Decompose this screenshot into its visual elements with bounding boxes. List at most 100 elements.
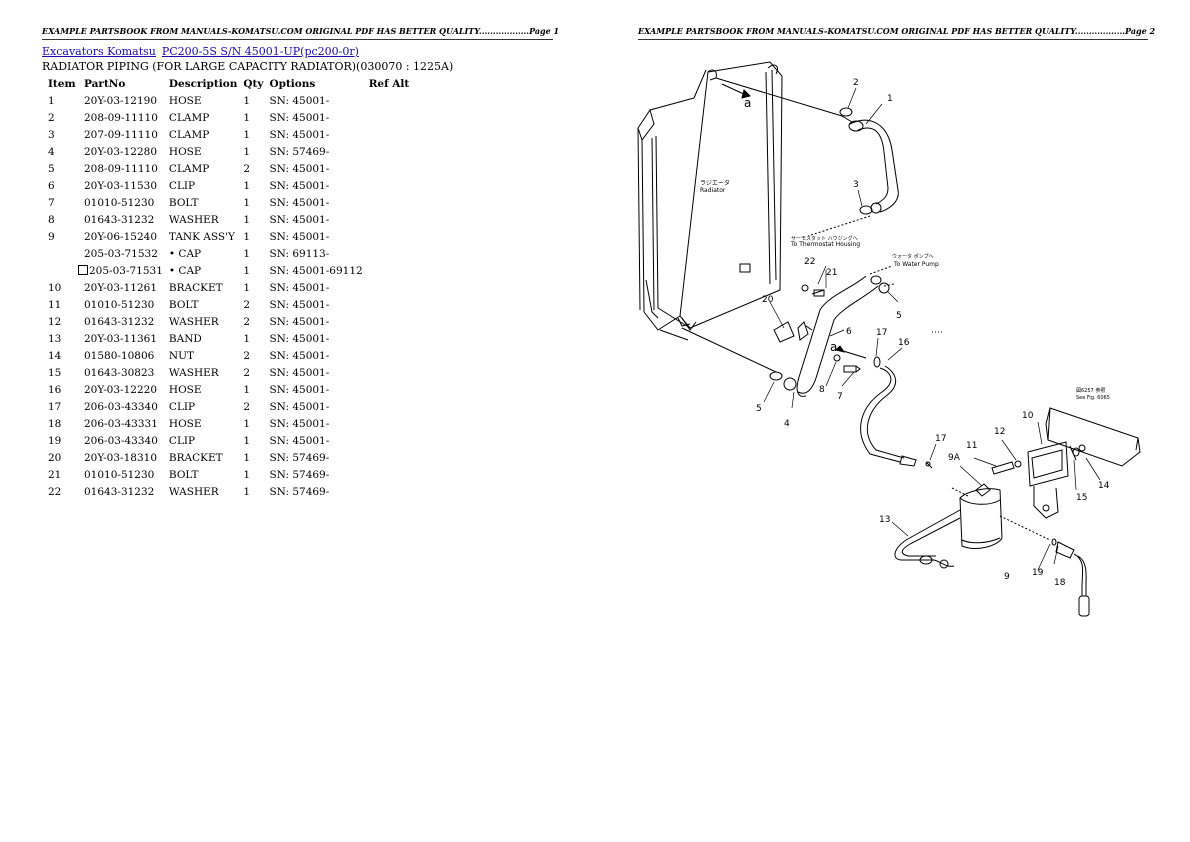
cell-partno: 206-03-43331 (84, 417, 158, 430)
callout-5b: 5 (896, 311, 902, 321)
cell-description: BOLT (168, 196, 199, 209)
cell-item: 6 (48, 179, 55, 192)
cell-partno: 01580-10806 (84, 349, 155, 362)
cell-description: BOLT (168, 298, 199, 311)
cell-options: SN: 45001- (269, 196, 330, 209)
cell-partno: 20Y-03-18310 (84, 451, 157, 464)
fig-label-jp: 図6257 参照 (1076, 387, 1105, 394)
breadcrumb-link-category[interactable]: Excavators Komatsu (42, 45, 156, 58)
callout-14: 14 (1098, 481, 1110, 491)
cell-partno: 01643-31232 (84, 315, 155, 328)
lower-hose-drawing (681, 275, 895, 397)
col-header-options: Options (269, 78, 316, 90)
cell-qty: 1 (243, 145, 251, 158)
band-drawing (894, 509, 961, 569)
cell-partno: 01010-51230 (84, 196, 155, 209)
cell-qty: 1 (243, 332, 251, 345)
cell-options: SN: 45001- (269, 281, 330, 294)
breadcrumb: Excavators Komatsu PC200-5S S/N 45001-UP(… (42, 45, 359, 58)
callout-3: 3 (853, 180, 859, 190)
cell-qty: 1 (243, 417, 251, 430)
cell-partno: 01643-30823 (84, 366, 155, 379)
cell-options: SN: 45001- (269, 213, 330, 226)
arrow-a-lower (839, 349, 867, 359)
cell-description: WASHER (168, 366, 219, 379)
cell-qty: 1 (243, 230, 251, 243)
callout-21: 21 (826, 268, 837, 278)
cell-qty: 1 (243, 383, 251, 396)
cell-options: SN: 45001- (269, 366, 330, 379)
cell-description: HOSE (168, 94, 202, 107)
radiator-drawing (637, 61, 783, 341)
cell-options: SN: 57469- (269, 145, 330, 158)
cell-options: SN: 45001- (269, 417, 330, 430)
cell-qty: 1 (243, 468, 251, 481)
cell-ref-alt (363, 364, 410, 381)
col-header-partno: PartNo (84, 78, 126, 90)
cell-ref-alt (363, 483, 410, 500)
arrow-head-a-upper (741, 89, 751, 99)
cell-qty: 1 (243, 94, 251, 107)
cell-description: CLAMP (168, 128, 210, 141)
drain-hose-drawing (999, 515, 1090, 617)
cell-ref-alt (363, 330, 410, 347)
cell-qty: 2 (243, 162, 251, 175)
cell-partno: 20Y-06-15240 (84, 230, 157, 243)
cell-ref-alt (363, 177, 410, 194)
callout-20: 20 (762, 295, 774, 305)
tank-bracket-drawing (991, 441, 1086, 519)
cell-partno: 208-09-11110 (84, 162, 158, 175)
cell-partno: 01010-51230 (84, 298, 155, 311)
page-title: RADIATOR PIPING (FOR LARGE CAPACITY RADI… (42, 60, 454, 73)
cell-item: 11 (48, 298, 62, 311)
cell-partno: 20Y-03-12280 (84, 145, 157, 158)
cell-options: SN: 57469- (269, 468, 330, 481)
bolt-7-drawing (843, 365, 857, 373)
cell-ref-alt (363, 211, 410, 228)
cell-item: 8 (48, 213, 55, 226)
cell-ref-alt (363, 143, 410, 160)
cell-item: 14 (48, 349, 62, 362)
cell-qty: 2 (243, 298, 251, 311)
cell-item: 13 (48, 332, 62, 345)
cell-partno: 205-03-71531 (78, 262, 163, 279)
cell-ref-alt (363, 466, 410, 483)
table-header-row: Item PartNo Description Qty Options Ref … (42, 76, 409, 92)
cell-partno: 20Y-03-12190 (84, 94, 157, 107)
callout-leaders (763, 87, 1101, 571)
cell-ref-alt (363, 194, 410, 211)
cell-qty: 1 (243, 196, 251, 209)
cell-options: SN: 57469- (269, 485, 330, 498)
page-header-right: EXAMPLE PARTSBOOK FROM MANUALS-KOMATSU.C… (638, 26, 1155, 40)
radiator-label-en: Radiator (700, 187, 726, 194)
cell-description: • CAP (168, 247, 202, 260)
cell-item: 5 (48, 162, 55, 175)
callout-22: 22 (804, 257, 815, 267)
callout-1: 1 (887, 94, 893, 104)
page-header-left: EXAMPLE PARTSBOOK FROM MANUALS-KOMATSU.C… (42, 26, 559, 40)
washer-8-drawing (833, 354, 841, 362)
cell-description: CLIP (168, 400, 196, 413)
col-header-qty: Qty (243, 78, 264, 90)
cell-item: 22 (48, 485, 62, 498)
callout-9: 9 (1004, 572, 1010, 582)
cell-qty: 2 (243, 315, 251, 328)
cell-ref-alt (363, 313, 410, 330)
cell-options: SN: 45001- (269, 400, 330, 413)
cell-qty: 2 (243, 349, 251, 362)
cell-qty: 1 (243, 451, 251, 464)
breadcrumb-link-model[interactable]: PC200-5S S/N 45001-UP(pc200-0r) (161, 45, 359, 58)
